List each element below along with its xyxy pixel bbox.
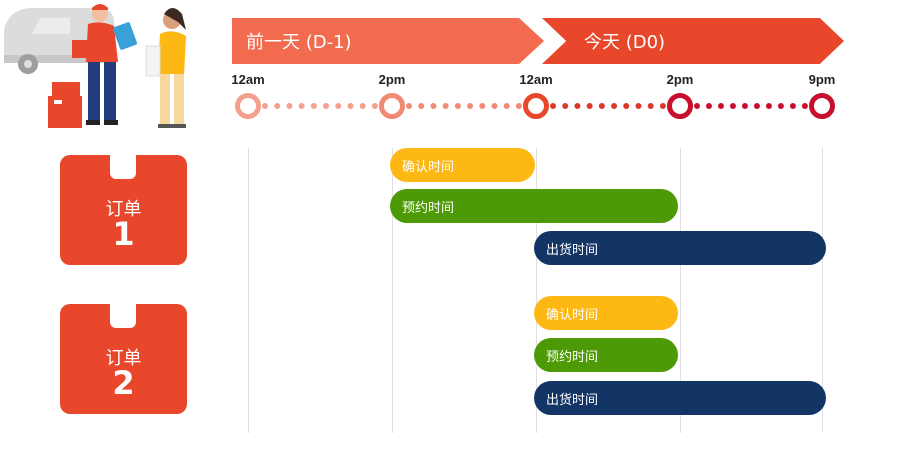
confirm-time-bar: 确认时间	[390, 148, 535, 182]
order-number: 2	[112, 364, 135, 402]
order-2-badge: 订单 2	[60, 302, 187, 414]
timeline-node	[235, 93, 261, 119]
grid-line	[392, 148, 393, 433]
prev-day-label: 前一天 (D-1)	[246, 32, 352, 53]
prev-day-arrow: 前一天 (D-1)	[232, 18, 544, 64]
timeline-node	[523, 93, 549, 119]
today-label: 今天 (D0)	[584, 32, 666, 53]
grid-line	[680, 148, 681, 433]
grid-line	[822, 148, 823, 433]
tick-label: 12am	[519, 72, 553, 87]
timeline-segment	[550, 103, 666, 109]
ship-time-bar: 出货时间	[534, 381, 826, 415]
reserve-time-bar: 预约时间	[390, 189, 678, 223]
box-notch	[110, 302, 136, 328]
order-label: 订单	[105, 348, 142, 369]
timeline-node	[667, 93, 693, 119]
timeline-segment	[694, 103, 808, 109]
timeline-segment	[406, 103, 522, 109]
reserve-time-bar: 预约时间	[534, 338, 678, 372]
order-number: 1	[112, 215, 135, 253]
timeline-node	[809, 93, 835, 119]
grid-line	[248, 148, 249, 433]
customer-icon	[145, 8, 186, 128]
timeline-node	[379, 93, 405, 119]
courier-icon	[72, 4, 118, 125]
confirm-time-bar: 确认时间	[534, 296, 678, 330]
grid-line	[536, 148, 537, 433]
tick-label: 2pm	[666, 72, 694, 87]
tick-label: 2pm	[378, 72, 406, 87]
order-1-badge: 订单 1	[60, 153, 187, 265]
tick-label: 12am	[231, 72, 265, 87]
order-label: 订单	[105, 199, 142, 220]
tick-label: 9pm	[808, 72, 836, 87]
today-arrow: 今天 (D0)	[542, 18, 844, 64]
tablet-icon	[113, 22, 137, 50]
timeline-segment	[262, 103, 378, 109]
delivery-illustration	[4, 4, 186, 128]
box-notch	[110, 153, 136, 179]
ship-time-bar: 出货时间	[534, 231, 826, 265]
parcel-icon	[48, 82, 82, 128]
